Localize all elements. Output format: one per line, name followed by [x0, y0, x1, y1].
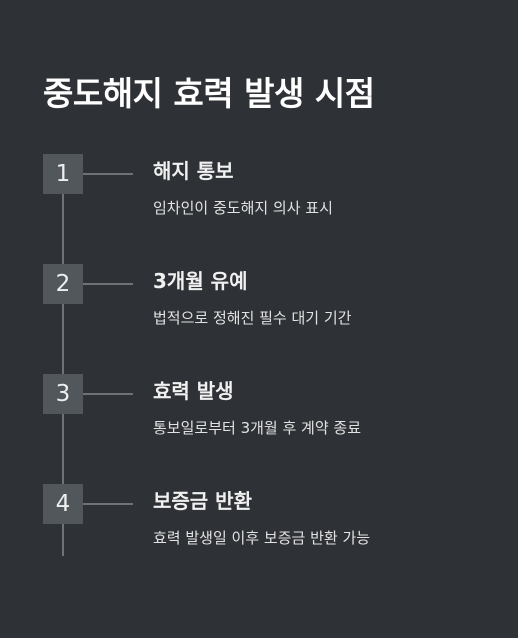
step-title: 보증금 반환 [153, 489, 252, 513]
timeline-step-1: 1 해지 통보 임차인이 중도해지 의사 표시 [0, 154, 518, 234]
timeline-step-4: 4 보증금 반환 효력 발생일 이후 보증금 반환 가능 [0, 484, 518, 564]
step-title: 해지 통보 [153, 159, 234, 183]
step-connector-line [83, 283, 133, 285]
step-description: 임차인이 중도해지 의사 표시 [153, 199, 333, 217]
step-connector-line [83, 503, 133, 505]
step-description: 통보일로부터 3개월 후 계약 종료 [153, 419, 362, 437]
step-number-badge: 1 [43, 154, 83, 194]
timeline-step-2: 2 3개월 유예 법적으로 정해진 필수 대기 기간 [0, 264, 518, 344]
step-number-badge: 3 [43, 374, 83, 414]
step-title: 효력 발생 [153, 379, 234, 403]
step-connector-line [83, 173, 133, 175]
step-number-badge: 4 [43, 484, 83, 524]
step-description: 법적으로 정해진 필수 대기 기간 [153, 309, 352, 327]
step-title: 3개월 유예 [153, 269, 248, 293]
step-description: 효력 발생일 이후 보증금 반환 가능 [153, 529, 371, 547]
page-title: 중도해지 효력 발생 시점 [43, 74, 375, 113]
timeline-vertical-line [62, 174, 64, 556]
step-connector-line [83, 393, 133, 395]
step-number-badge: 2 [43, 264, 83, 304]
timeline-step-3: 3 효력 발생 통보일로부터 3개월 후 계약 종료 [0, 374, 518, 454]
